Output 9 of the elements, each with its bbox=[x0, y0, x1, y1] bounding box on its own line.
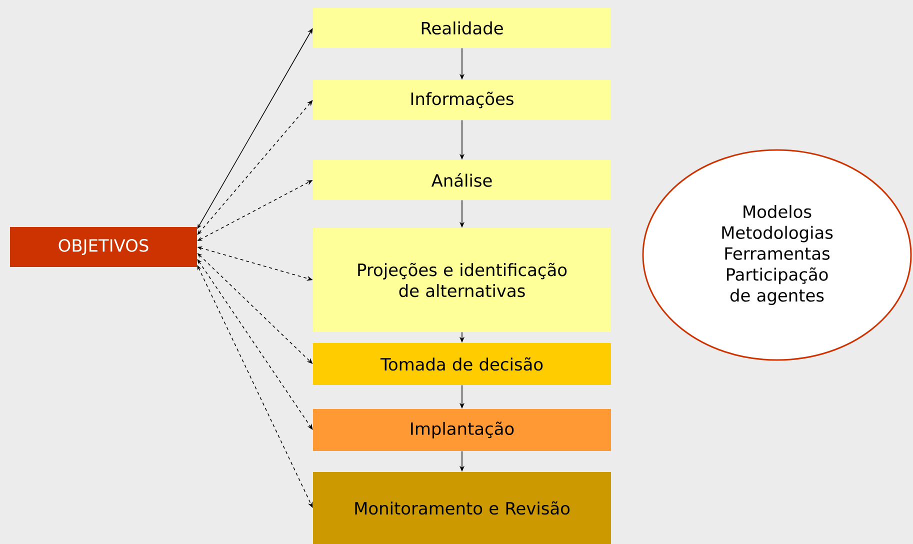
process-box: Análise bbox=[313, 160, 611, 200]
process-box: Monitoramento e Revisão bbox=[313, 472, 611, 544]
process-box: Projeções e identificação de alternativas bbox=[313, 228, 611, 332]
process-box: Tomada de decisão bbox=[313, 343, 611, 385]
arrow bbox=[197, 259, 313, 430]
process-box: Implantação bbox=[313, 409, 611, 451]
goal-box: OBJETIVOS bbox=[10, 227, 197, 267]
process-box: Realidade bbox=[313, 8, 611, 48]
process-box: Informações bbox=[313, 80, 611, 120]
